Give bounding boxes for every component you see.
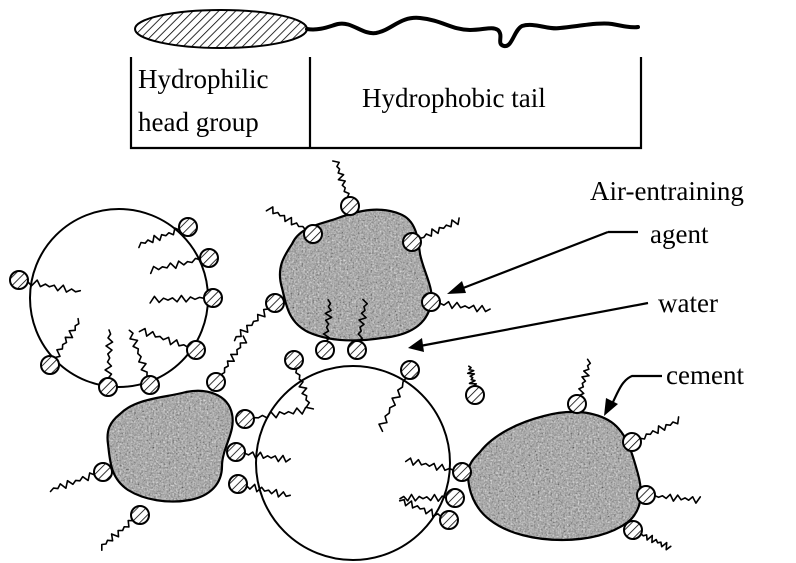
surfactant-head: [131, 506, 149, 524]
legend-tail-line: [307, 18, 638, 46]
surfactant-tail: [655, 494, 700, 503]
surfactant-tail: [420, 218, 459, 238]
surfactant-tail: [266, 207, 305, 230]
surfactant-head: [466, 386, 484, 404]
surfactant-head: [453, 463, 471, 481]
surfactant-tail: [400, 495, 446, 502]
surfactant-head: [348, 341, 366, 359]
surfactant-head: [207, 373, 225, 391]
surfactant-tail: [55, 319, 79, 358]
surfactant-head: [266, 294, 284, 312]
surfactant-tail: [579, 359, 590, 395]
surfactant-tail: [245, 452, 290, 462]
surfactant-head: [227, 443, 245, 461]
surfactant-tail: [150, 296, 204, 304]
surfactant-tail: [105, 330, 113, 378]
surfactant-head: [422, 293, 440, 311]
surfactant-tail: [640, 417, 678, 439]
surfactant-head: [285, 351, 303, 369]
surfactant-tail: [379, 378, 406, 431]
cement-particle-right: [468, 412, 641, 540]
surfactant-head: [229, 475, 247, 493]
water-pointer: [408, 303, 648, 352]
surfactant-head: [41, 356, 59, 374]
surfactant-tail: [28, 280, 81, 292]
surfactant-head: [401, 361, 419, 379]
head-group-label-line2: head group: [138, 107, 259, 137]
cement-particle-left: [108, 391, 233, 502]
surfactant-tail: [440, 302, 490, 312]
cement-particle-top: [280, 210, 432, 341]
surfactant-tail: [247, 484, 290, 497]
surfactant-head: [99, 378, 117, 396]
surfactant-tail: [333, 161, 349, 197]
surfactant-head: [440, 511, 458, 529]
surfactant-tail: [102, 521, 133, 551]
surfactant-head: [403, 233, 421, 251]
surfactant-head: [141, 376, 159, 394]
agent-pointer: [447, 232, 638, 294]
surfactant-head: [204, 289, 222, 307]
surfactant-head: [637, 486, 655, 504]
surfactant-head: [446, 489, 464, 507]
surfactant-head: [341, 197, 359, 215]
surfactant-head: [179, 218, 197, 236]
surfactant-head: [236, 410, 254, 428]
water-label: water: [658, 288, 718, 318]
air-entraining-agent-label-line2: agent: [650, 219, 709, 249]
surfactant-tail: [406, 458, 454, 470]
surfactant-head: [200, 249, 218, 267]
surfactant-tail: [51, 473, 95, 492]
surfactant-tail: [235, 309, 269, 341]
hydrophobic-tail-label: Hydrophobic tail: [362, 83, 546, 113]
surfactant-head: [568, 395, 586, 413]
surfactant-head: [623, 433, 641, 451]
surfactant-tail: [139, 228, 180, 247]
surfactant-tail: [641, 534, 671, 550]
surfactant-legend: Hydrophilic head group Hydrophobic tail: [131, 10, 641, 148]
surfactant-head: [624, 521, 642, 539]
air-entraining-agent-label-line1: Air-entraining: [590, 176, 744, 206]
surfactant-tail: [221, 336, 246, 375]
surfactant-tail: [254, 408, 306, 419]
surfactant-head: [187, 341, 205, 359]
surfactant-head: [10, 271, 28, 289]
surfactant-head: [316, 341, 334, 359]
cement-pointer: [604, 376, 662, 416]
surfactant-tail: [151, 258, 201, 273]
surfactant-head: [304, 225, 322, 243]
cement-label: cement: [666, 360, 744, 390]
surfactant-tail: [139, 329, 187, 347]
head-group-label-line1: Hydrophilic: [138, 64, 268, 94]
legend-head-ellipse: [135, 10, 307, 48]
surfactant-tail: [468, 366, 477, 386]
surfactant-head: [94, 463, 112, 481]
surfactant-tail: [129, 330, 147, 376]
